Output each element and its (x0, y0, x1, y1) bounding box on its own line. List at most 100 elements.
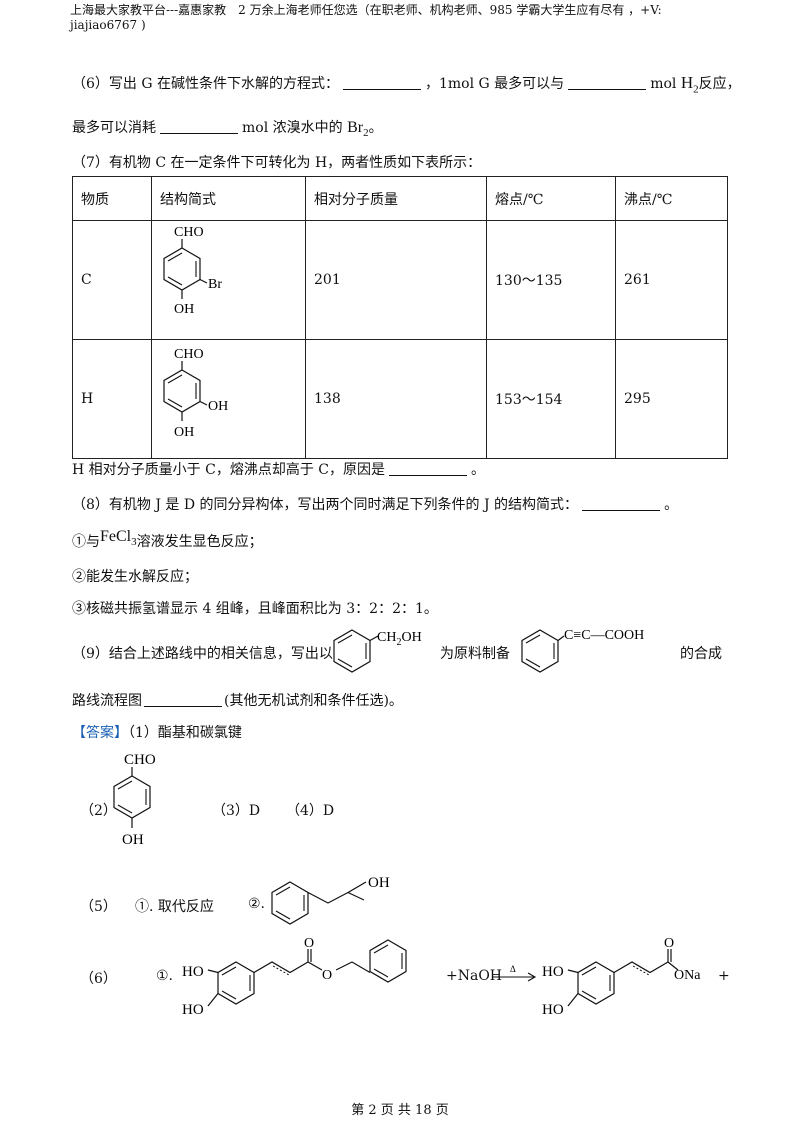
arrow-head (527, 972, 537, 982)
substituent-label: OH (174, 425, 194, 440)
substituent-label: OH (208, 399, 228, 414)
double-bond (167, 398, 183, 408)
double-bond (167, 374, 183, 384)
sodium-salt-structure: HO HO O ONa (542, 936, 701, 1018)
naoh-reagent: +NaOH (446, 968, 503, 984)
substituent-label: Br (208, 277, 222, 292)
answer-5-part-2: ②. (248, 896, 266, 912)
bond (207, 993, 219, 1007)
answer-tag: 【答案】 (72, 725, 128, 741)
question-9-text-c: 的合成 (680, 646, 722, 662)
benzene-ring (163, 247, 201, 291)
bond (567, 969, 579, 974)
benzene-ring (113, 775, 151, 819)
substance-name: H (72, 339, 152, 459)
substituent-label: OH (122, 832, 144, 848)
question-9-line-2: 路线流程图(其他无机试剂和条件任选)。 (72, 693, 403, 709)
table-header: 相对分子质量 (305, 176, 487, 221)
structure-cell: CHO OH OH (151, 339, 306, 459)
benzyl-alcohol-structure: CH2OH (333, 629, 422, 673)
carbon-chain (613, 961, 669, 974)
question-7-followup: H 相对分子质量小于 C，熔沸点却高于 C，原因是。 (72, 462, 485, 478)
bond (207, 969, 219, 974)
double-bond (632, 965, 650, 976)
bond (557, 635, 565, 641)
fecl3-formula: FeCl3 (100, 528, 137, 549)
answer-6-part-1: ①. (156, 968, 174, 984)
page-footer: 第 2 页 共 18 页 (351, 1103, 449, 1118)
double-bond (525, 634, 541, 644)
double-bond (167, 276, 183, 286)
answer-5-part-1: ①. 取代反应 (135, 899, 214, 915)
melting-point: 153～154 (486, 339, 616, 459)
substance-name: C (72, 220, 152, 340)
substituent-label: OH (368, 875, 390, 891)
melting-point: 130～135 (486, 220, 616, 340)
bond (667, 961, 679, 971)
double-bond (275, 886, 291, 896)
question-7-intro: （7）有机物 C 在一定条件下可转化为 H，两者性质如下表所示： (72, 155, 482, 171)
answer-2-label: （2） (80, 803, 117, 819)
double-bond (275, 910, 291, 920)
double-bond (373, 944, 389, 954)
substituent-label: C≡C—COOH (564, 628, 644, 643)
header-line-2: jiajiao6767 ) (70, 18, 146, 32)
bond (567, 993, 579, 1007)
answer-1: 【答案】（1）酯基和碳氯键 (72, 725, 242, 741)
page-header: 上海最大家教平台---嘉惠家教 2 万余上海老师任您选（在职老师、机构老师、98… (70, 3, 750, 33)
molecular-weight: 138 (305, 339, 487, 459)
bond (369, 635, 379, 642)
double-bond (337, 634, 353, 644)
question-8-intro: （8）有机物 J 是 D 的同分异构体，写出两个同时满足下列条件的 J 的结构简… (72, 497, 679, 513)
answer-2-structure: CHO OH (113, 752, 156, 848)
answer-blank (343, 77, 421, 90)
h2-formula: H2 (680, 73, 699, 96)
benzene-ring (369, 939, 407, 983)
double-bond (525, 658, 541, 668)
carbon-chain (253, 961, 309, 974)
benzene-ring (577, 961, 615, 1005)
table-row: C CHO Br OH 201 130～135 261 (72, 220, 728, 340)
benzene-ring (521, 629, 559, 673)
double-bond (581, 966, 597, 976)
answer-blank (144, 694, 222, 707)
substituent-label: O (322, 968, 332, 983)
substituent-label: HO (182, 964, 204, 980)
double-bond (221, 990, 237, 1000)
answer-blank (582, 498, 661, 511)
table-row: H CHO OH OH 138 153～154 295 (72, 339, 728, 459)
bond (199, 400, 208, 406)
boiling-point: 261 (615, 220, 728, 340)
reaction-arrow: Δ (492, 964, 537, 982)
carbon-chain (335, 961, 371, 974)
substituent-label: CHO (174, 347, 204, 362)
answer-4: （4）D (286, 803, 335, 819)
properties-table: 物质 结构简式 相对分子质量 熔点/℃ 沸点/℃ C CHO Br OH 201… (72, 176, 728, 459)
heat-symbol: Δ (510, 964, 516, 974)
boiling-point: 295 (615, 339, 728, 459)
carbon-chain (307, 891, 365, 904)
substituent-label: OH (174, 302, 194, 317)
double-bond (117, 780, 133, 790)
answer-blank (160, 121, 238, 134)
double-bond (337, 658, 353, 668)
structure-h: CHO OH OH (163, 347, 228, 440)
substituent-label: O (304, 936, 314, 951)
table-header: 结构简式 (151, 176, 306, 221)
benzene-ring (333, 629, 371, 673)
substituent-label: HO (542, 964, 564, 980)
substituent-label: HO (542, 1002, 564, 1018)
question-9-text-a: （9）结合上述路线中的相关信息，写出以 (72, 646, 333, 662)
molecular-weight: 201 (305, 220, 487, 340)
table-header-row: 物质 结构简式 相对分子质量 熔点/℃ 沸点/℃ (72, 176, 728, 221)
answer-blank (568, 77, 647, 90)
answer-blank (388, 463, 467, 476)
substituent-label: O (664, 936, 674, 951)
table-header: 物质 (72, 176, 152, 221)
answer-5-label: （5） (80, 899, 117, 915)
double-bond (221, 966, 237, 976)
condition-3: ③核磁共振氢谱显示 4 组峰，且峰面积比为 3：2：2：1。 (72, 601, 438, 617)
table-header: 沸点/℃ (615, 176, 728, 221)
